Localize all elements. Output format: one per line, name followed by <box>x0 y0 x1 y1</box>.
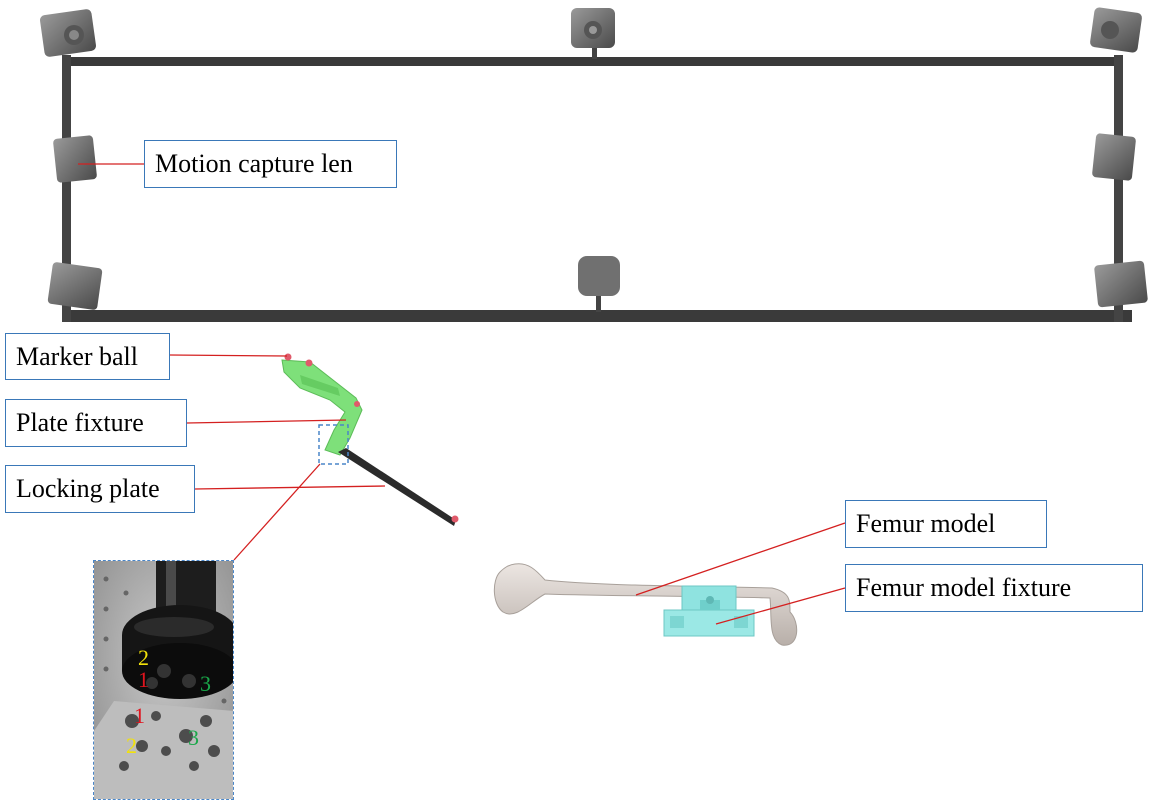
inset-number-bottom-2: 2 <box>126 733 137 758</box>
label-plate-fixture-text: Plate fixture <box>16 408 144 437</box>
leader-lines <box>78 163 846 625</box>
camera-top-right <box>1090 7 1142 53</box>
label-motion-capture-len: Motion capture len <box>144 140 397 188</box>
leader-locking-plate <box>194 485 386 490</box>
label-marker-ball-text: Marker ball <box>16 341 139 371</box>
marker-ball <box>354 401 360 407</box>
camera-bottom-left <box>47 262 103 310</box>
camera-top-center <box>571 8 615 48</box>
locking-plate-model <box>338 448 459 526</box>
inset-number-bottom-1: 1 <box>134 703 145 728</box>
label-femur-model-fixture: Femur model fixture <box>845 564 1143 612</box>
leader-femur-model <box>635 522 846 596</box>
label-femur-model-fixture-text: Femur model fixture <box>856 573 1072 602</box>
label-locking-plate-text: Locking plate <box>16 474 160 503</box>
detail-region-box <box>318 424 349 465</box>
femur-model <box>493 563 798 646</box>
leader-femur-fixture <box>715 587 846 625</box>
marker-ball <box>451 515 459 523</box>
marker-ball <box>305 359 313 367</box>
label-plate-fixture: Plate fixture <box>5 399 187 447</box>
plate-fixture-model <box>281 353 363 456</box>
camera-bottom-right <box>1094 260 1148 308</box>
camera-mid-right <box>1092 133 1136 181</box>
inset-number-top-1: 1 <box>138 667 149 692</box>
label-femur-model: Femur model <box>845 500 1047 548</box>
camera-top-left <box>39 9 97 57</box>
inset-number-top-2: 2 <box>138 645 149 670</box>
label-marker-ball: Marker ball <box>5 333 170 380</box>
detail-photo-inset: 2 1 3 1 2 3 <box>93 560 234 800</box>
label-femur-model-text: Femur model <box>856 509 996 538</box>
label-locking-plate: Locking plate <box>5 465 195 513</box>
femur-model-fixture <box>663 585 755 637</box>
capture-frame <box>62 45 1132 322</box>
camera-mid-left <box>53 135 97 183</box>
inset-number-bottom-3: 3 <box>188 725 199 750</box>
marker-ball <box>284 353 292 361</box>
inset-number-top-3: 3 <box>200 671 211 696</box>
camera-bottom-center <box>578 256 620 296</box>
label-motion-capture-len-text: Motion capture len <box>155 149 353 178</box>
detail-photo <box>94 561 233 799</box>
leader-plate-fixture <box>186 419 347 424</box>
leader-marker-ball <box>169 354 288 357</box>
leader-detail-inset <box>233 463 321 561</box>
